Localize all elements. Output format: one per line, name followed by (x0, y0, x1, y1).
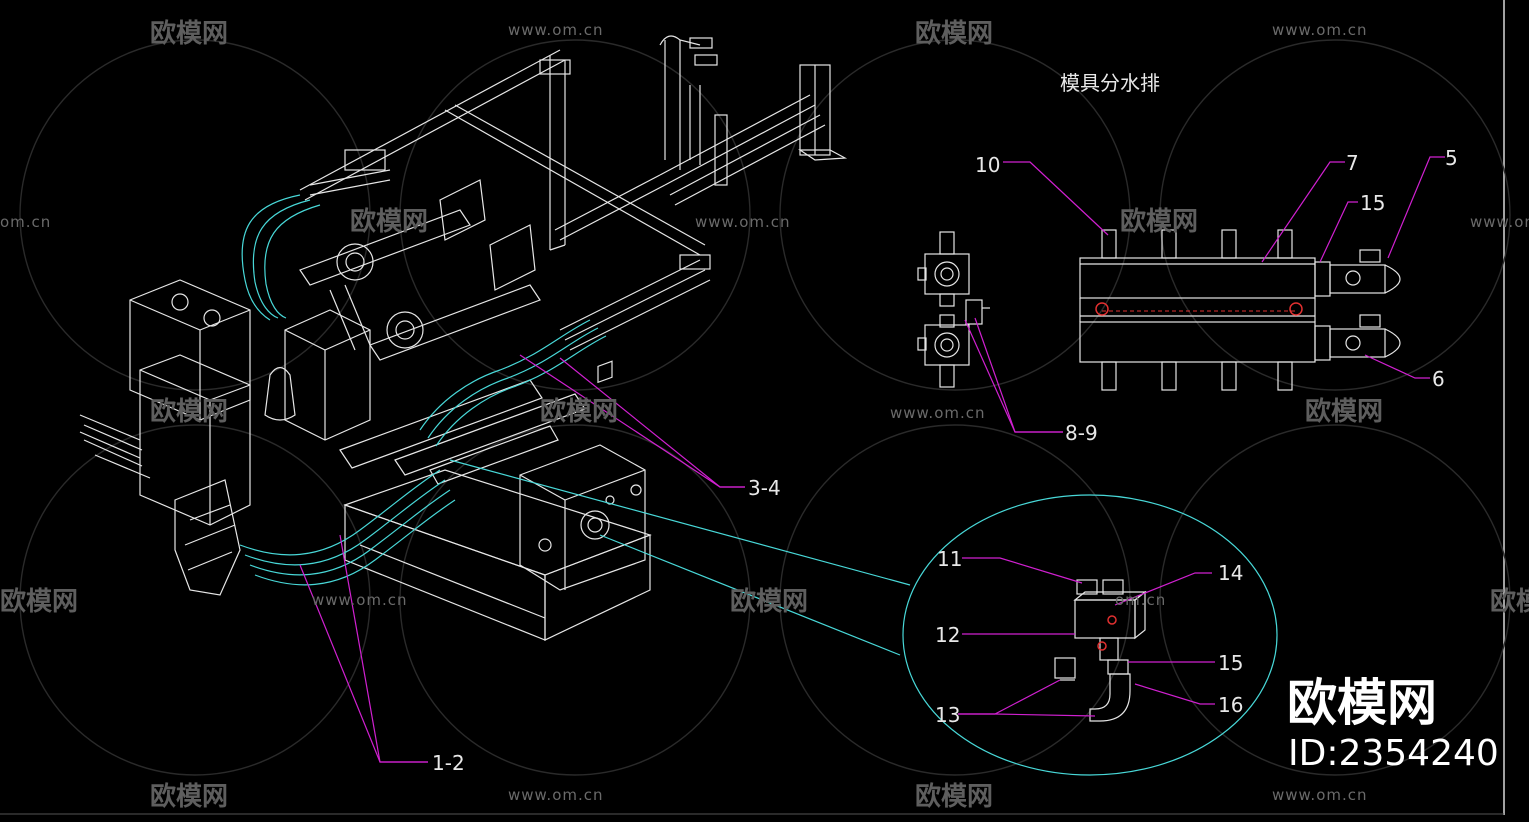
manifold-fittings (1101, 229, 1293, 391)
watermark-url: www.om.cn (1272, 786, 1368, 804)
manifold-title: 模具分水排 (1060, 71, 1160, 95)
label-8-9: 8-9 (1065, 421, 1098, 445)
watermark-cn: 欧模网 (150, 781, 228, 812)
water-hoses (239, 194, 607, 586)
detail-ellipse (902, 494, 1278, 776)
label-16: 16 (1218, 693, 1243, 717)
watermark-cn: 欧模网 (915, 781, 993, 812)
watermark-url: www.om.cn (508, 786, 604, 804)
watermark-cn: 欧模网 (915, 18, 993, 49)
label-11: 11 (937, 547, 962, 571)
manifold-bars (1079, 249, 1401, 363)
watermark-circles (19, 39, 1511, 776)
brand-name: 欧模网 (1287, 674, 1437, 732)
watermark-url: www.om.cn (890, 404, 986, 422)
label-3-4: 3-4 (748, 476, 781, 500)
detail-holes (1097, 615, 1117, 651)
label-10: 10 (975, 153, 1000, 177)
side-view-fittings (917, 231, 990, 388)
label-14: 14 (1218, 561, 1243, 585)
label-1-2: 1-2 (432, 751, 465, 775)
label-5: 5 (1445, 146, 1458, 170)
pipe-frame (299, 35, 848, 351)
mold-block-center (264, 309, 371, 441)
label-7: 7 (1346, 151, 1359, 175)
manifold-holes (1095, 302, 1303, 316)
watermark-url: om.cn (0, 213, 51, 231)
cylinders (299, 179, 586, 485)
label-15-detail: 15 (1218, 651, 1243, 675)
watermark-url: www.om.cn (312, 591, 408, 609)
brand-stamp: 欧模网 ID:2354240 (1287, 674, 1499, 774)
watermark-cn: 欧模网 (350, 206, 428, 237)
right-plate (519, 444, 646, 591)
water-manifold (1079, 229, 1401, 391)
watermark-cn: 欧模网 (150, 18, 228, 49)
label-13: 13 (935, 703, 960, 727)
watermark-cn: 欧模网 (540, 396, 618, 427)
watermark-cn: 欧模网 (150, 396, 228, 427)
watermark-url: www.om.cn (1272, 21, 1368, 39)
watermark-cn: 欧模网 (1120, 206, 1198, 237)
watermark-cn: 欧模网 (1490, 586, 1529, 617)
leader-lines (299, 156, 1445, 763)
machine-base (343, 360, 652, 641)
mold-block-left (129, 279, 251, 596)
watermark-url: www.om.cn (695, 213, 791, 231)
label-15-top: 15 (1360, 191, 1385, 215)
label-12: 12 (935, 623, 960, 647)
watermark-url: om.cn (1115, 591, 1166, 609)
watermark-cn: 欧模网 (730, 586, 808, 617)
detail-callout-lines (449, 459, 911, 656)
callout-labels: 模具分水排 10 7 5 15 6 8-9 3-4 1-2 11 14 12 1… (432, 71, 1458, 775)
machine-assembly (79, 35, 911, 656)
label-6: 6 (1432, 367, 1445, 391)
watermarks: 欧模网 www.om.cn 欧模网 www.om.cn om.cn 欧模网 ww… (0, 18, 1529, 812)
brand-id: ID:2354240 (1288, 733, 1499, 774)
left-nozzles (79, 414, 151, 479)
watermark-cn: 欧模网 (0, 586, 78, 617)
watermark-cn: 欧模网 (1305, 396, 1383, 427)
watermark-url: www.om.cn (1470, 213, 1529, 231)
watermark-url: www.om.cn (508, 21, 604, 39)
